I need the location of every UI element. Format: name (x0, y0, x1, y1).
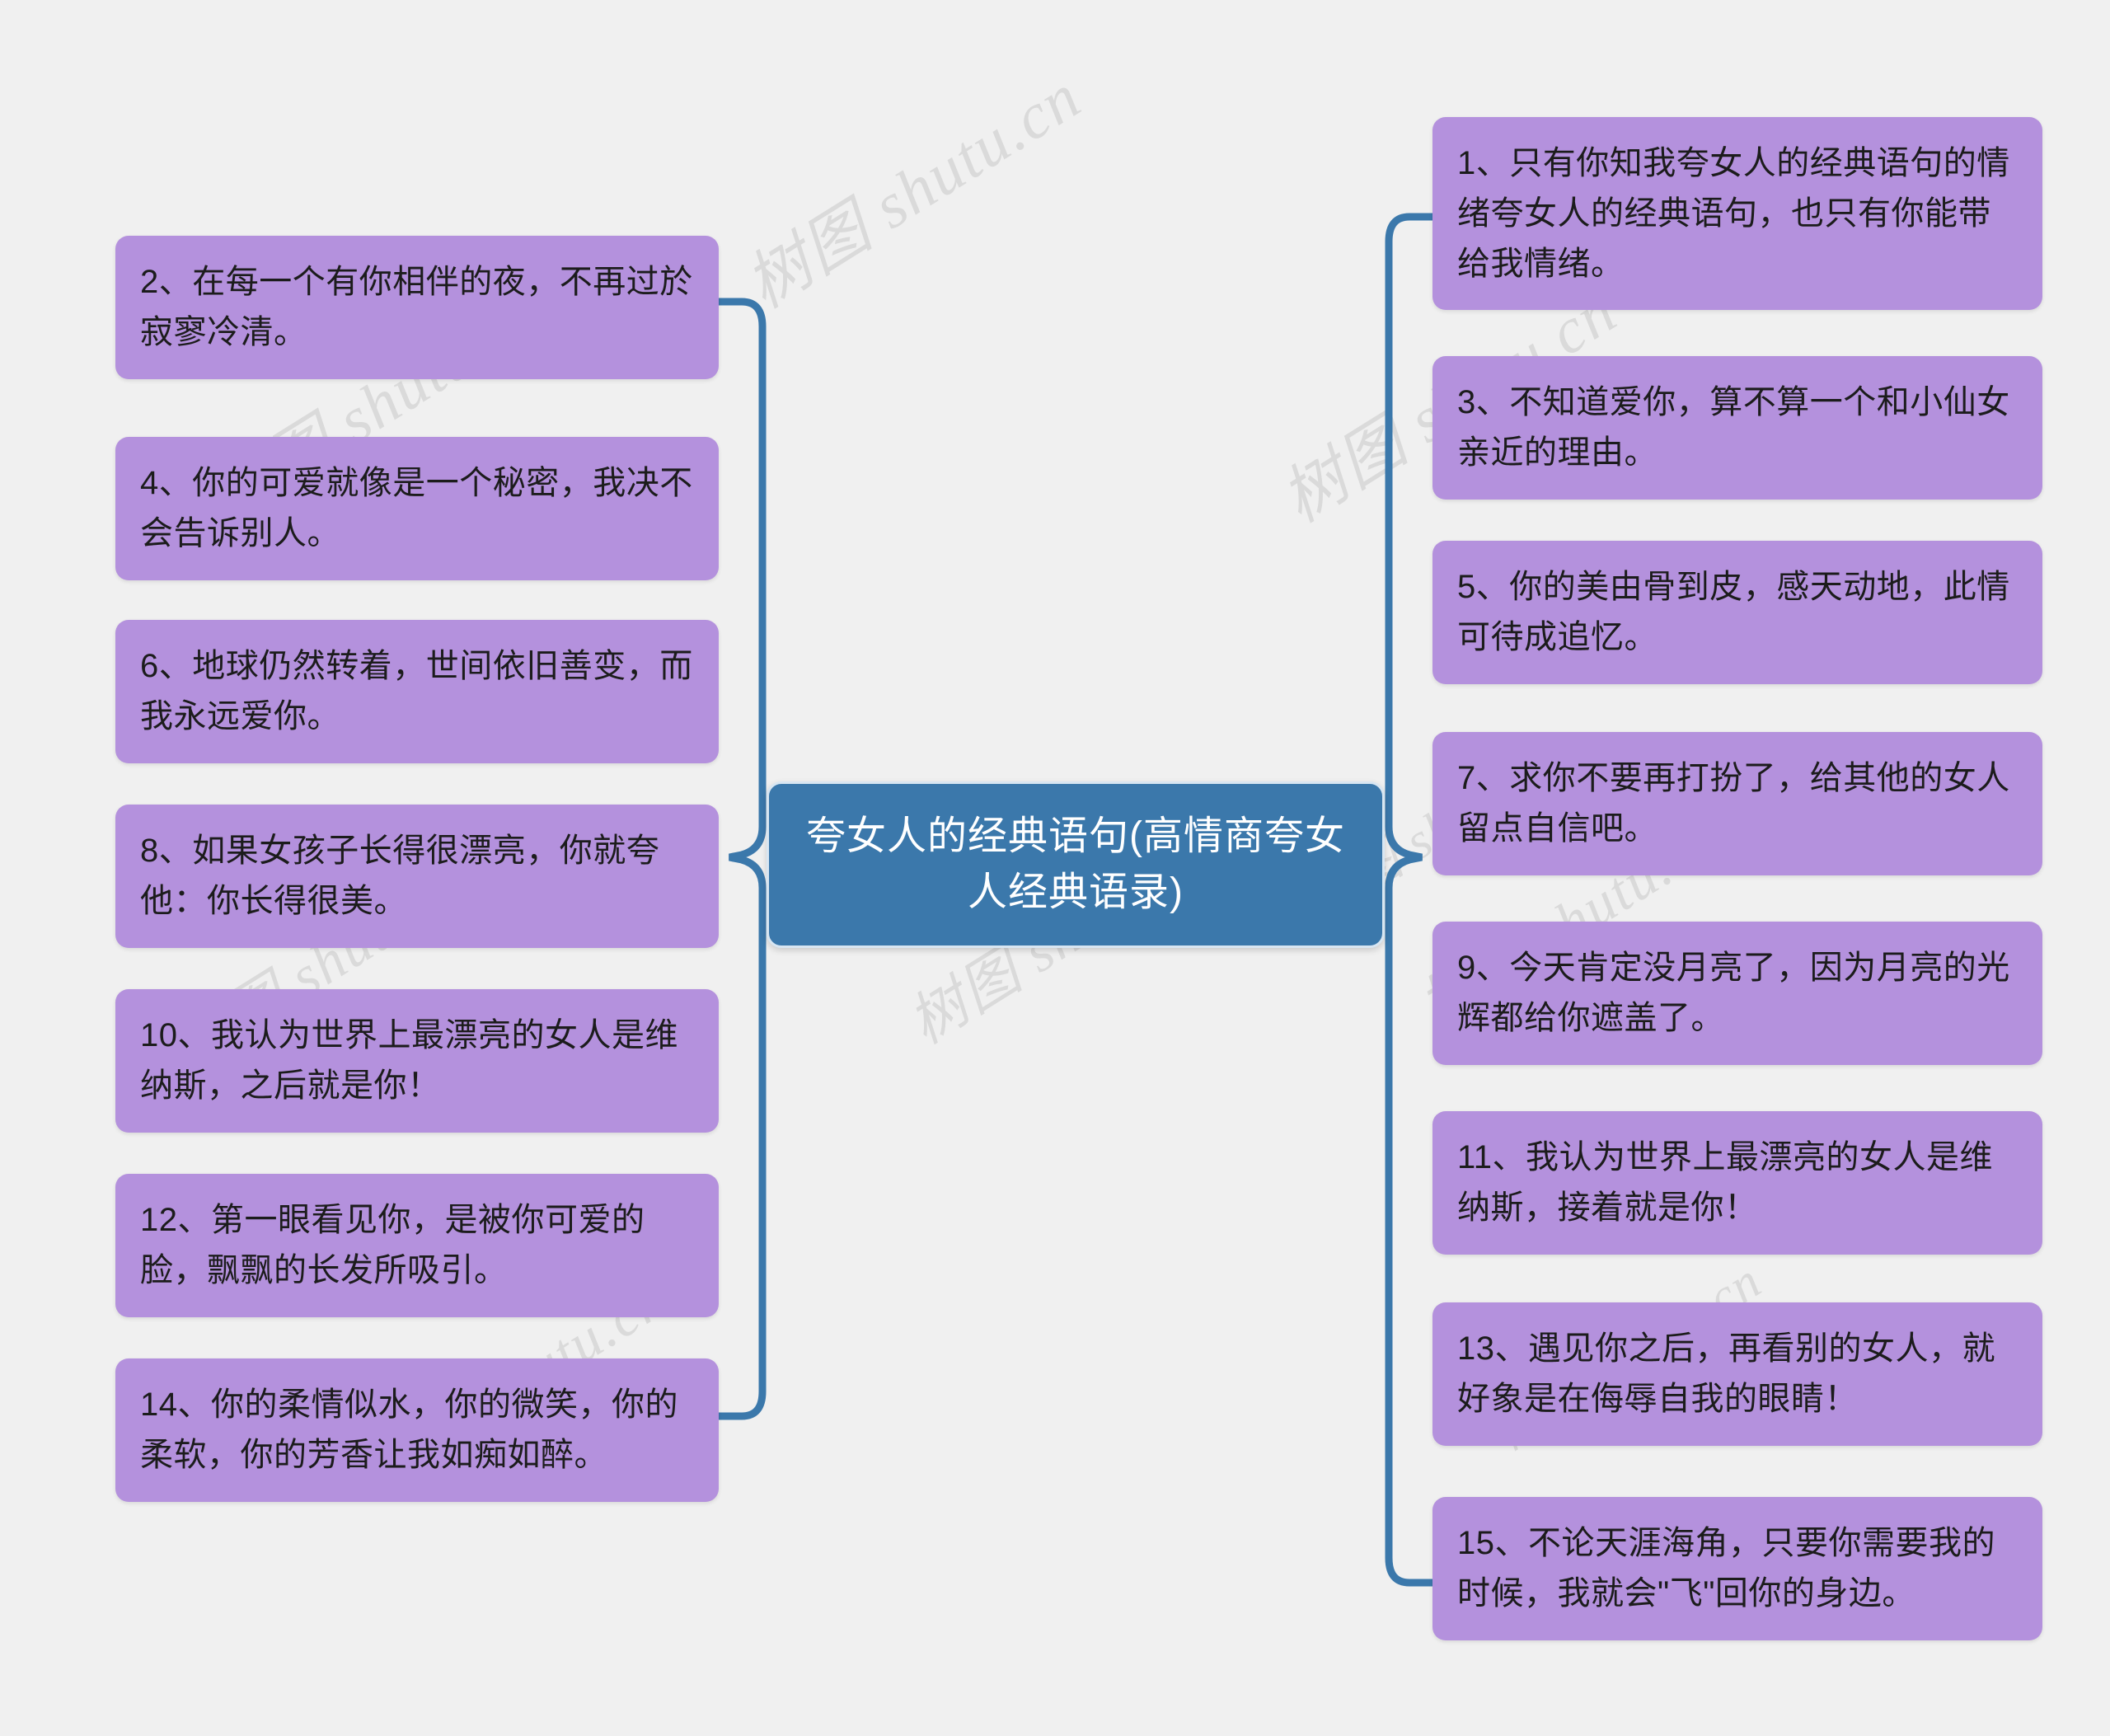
leaf-label: 6、地球仍然转着，世间依旧善变，而我永远爱你。 (140, 648, 693, 734)
leaf-node-left-14[interactable]: 14、你的柔情似水，你的微笑，你的柔软，你的芳香让我如痴如醉。 (115, 1358, 719, 1502)
leaf-node-left-6[interactable]: 6、地球仍然转着，世间依旧善变，而我永远爱你。 (115, 620, 719, 763)
leaf-node-right-5[interactable]: 5、你的美由骨到皮，感天动地，此情可待成追忆。 (1432, 541, 2042, 684)
leaf-label: 12、第一眼看见你，是被你可爱的脸，飘飘的长发所吸引。 (140, 1202, 645, 1288)
leaf-node-right-15[interactable]: 15、不论天涯海角，只要你需要我的时候，我就会"飞"回你的身边。 (1432, 1497, 2042, 1640)
leaf-label: 4、你的可爱就像是一个秘密，我决不会告诉别人。 (140, 465, 693, 551)
leaf-label: 11、我认为世界上最漂亮的女人是维纳斯，接着就是你！ (1457, 1139, 1994, 1226)
root-label: 夸女人的经典语句(高情商夸女人经典语录) (806, 814, 1345, 915)
leaf-label: 15、不论天涯海角，只要你需要我的时候，我就会"飞"回你的身边。 (1457, 1525, 1995, 1612)
leaf-node-right-3[interactable]: 3、不知道爱你，算不算一个和小仙女亲近的理由。 (1432, 356, 2042, 500)
leaf-node-right-1[interactable]: 1、只有你知我夸女人的经典语句的情绪夸女人的经典语句，也只有你能带给我情绪。 (1432, 117, 2042, 311)
leaf-node-right-11[interactable]: 11、我认为世界上最漂亮的女人是维纳斯，接着就是你！ (1432, 1111, 2042, 1255)
leaf-label: 9、今天肯定没月亮了，因为月亮的光辉都给你遮盖了。 (1457, 950, 2010, 1036)
watermark-text: 树图 shutu.cn (734, 59, 1093, 321)
leaf-node-left-2[interactable]: 2、在每一个有你相伴的夜，不再过於寂寥冷清。 (115, 236, 719, 379)
right-bracket (1385, 213, 1437, 1587)
leaf-node-left-12[interactable]: 12、第一眼看见你，是被你可爱的脸，飘飘的长发所吸引。 (115, 1174, 719, 1317)
leaf-label: 14、你的柔情似水，你的微笑，你的柔软，你的芳香让我如痴如醉。 (140, 1386, 678, 1473)
leaf-node-left-4[interactable]: 4、你的可爱就像是一个秘密，我决不会告诉别人。 (115, 437, 719, 580)
leaf-label: 1、只有你知我夸女人的经典语句的情绪夸女人的经典语句，也只有你能带给我情绪。 (1457, 145, 2010, 282)
leaf-node-left-8[interactable]: 8、如果女孩子长得很漂亮，你就夸他：你长得很美。 (115, 805, 719, 948)
leaf-node-left-10[interactable]: 10、我认为世界上最漂亮的女人是维纳斯，之后就是你！ (115, 989, 719, 1133)
leaf-label: 13、遇见你之后，再看别的女人，就好象是在侮辱自我的眼睛！ (1457, 1330, 1995, 1417)
leaf-label: 8、如果女孩子长得很漂亮，你就夸他：你长得很美。 (140, 833, 660, 919)
leaf-label: 2、在每一个有你相伴的夜，不再过於寂寥冷清。 (140, 264, 693, 350)
leaf-label: 5、你的美由骨到皮，感天动地，此情可待成追忆。 (1457, 569, 2010, 655)
leaf-node-right-9[interactable]: 9、今天肯定没月亮了，因为月亮的光辉都给你遮盖了。 (1432, 922, 2042, 1065)
leaf-label: 7、求你不要再打扮了，给其他的女人留点自信吧。 (1457, 760, 2010, 847)
leaf-label: 3、不知道爱你，算不算一个和小仙女亲近的理由。 (1457, 384, 2010, 471)
leaf-node-right-13[interactable]: 13、遇见你之后，再看别的女人，就好象是在侮辱自我的眼睛！ (1432, 1302, 2042, 1446)
left-bracket (715, 298, 767, 1420)
leaf-node-right-7[interactable]: 7、求你不要再打扮了，给其他的女人留点自信吧。 (1432, 732, 2042, 875)
root-node[interactable]: 夸女人的经典语句(高情商夸女人经典语录) (767, 781, 1385, 949)
leaf-label: 10、我认为世界上最漂亮的女人是维纳斯，之后就是你！ (140, 1017, 678, 1104)
